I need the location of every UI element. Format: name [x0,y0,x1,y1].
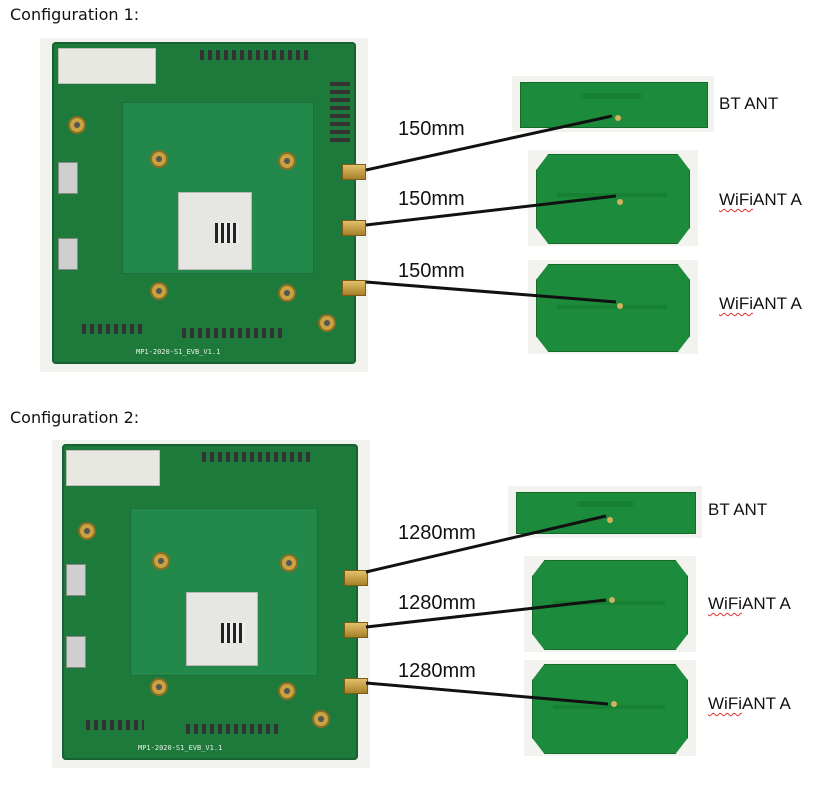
config2-wifi-ant-label-1: WiFiANT A [708,594,791,613]
config2-wifi-antenna-a1-photo [524,556,696,652]
config2-cable2-length: 1280mm [398,592,476,614]
config2-bt-ant-label: BT ANT [708,500,768,519]
config1-cable3-length: 150mm [398,260,465,282]
config2-silkscreen: MP1-2020-S1_EVB_V1.1 [138,744,223,752]
config2-cable1-length: 1280mm [398,522,476,544]
config2-board-photo: MP1-2020-S1_EVB_V1.1 [52,440,370,768]
config2-heading: Configuration 2: [10,408,140,427]
config1-silkscreen: MP1-2020-S1_EVB_V1.1 [136,348,221,356]
config1-wifi-ant-label-2: WiFiANT A [719,294,802,313]
config1-cable1-length: 150mm [398,118,465,140]
config1-bt-ant-label: BT ANT [719,94,779,113]
config1-wifi-ant-label-1: WiFiANT A [719,190,802,209]
config1-wifi-antenna-a2-photo [528,260,698,354]
config2-wifi-ant-label-2: WiFiANT A [708,694,791,713]
config1-board-photo: MP1-2020-S1_EVB_V1.1 [40,38,368,372]
config2-wifi-antenna-a2-photo [524,660,696,756]
config2-cable3-length: 1280mm [398,660,476,682]
config2-bt-antenna-photo [508,486,702,538]
config1-heading: Configuration 1: [10,5,140,24]
config1-bt-antenna-photo [512,76,714,132]
config1-cable2-length: 150mm [398,188,465,210]
config1-wifi-antenna-a1-photo [528,150,698,246]
